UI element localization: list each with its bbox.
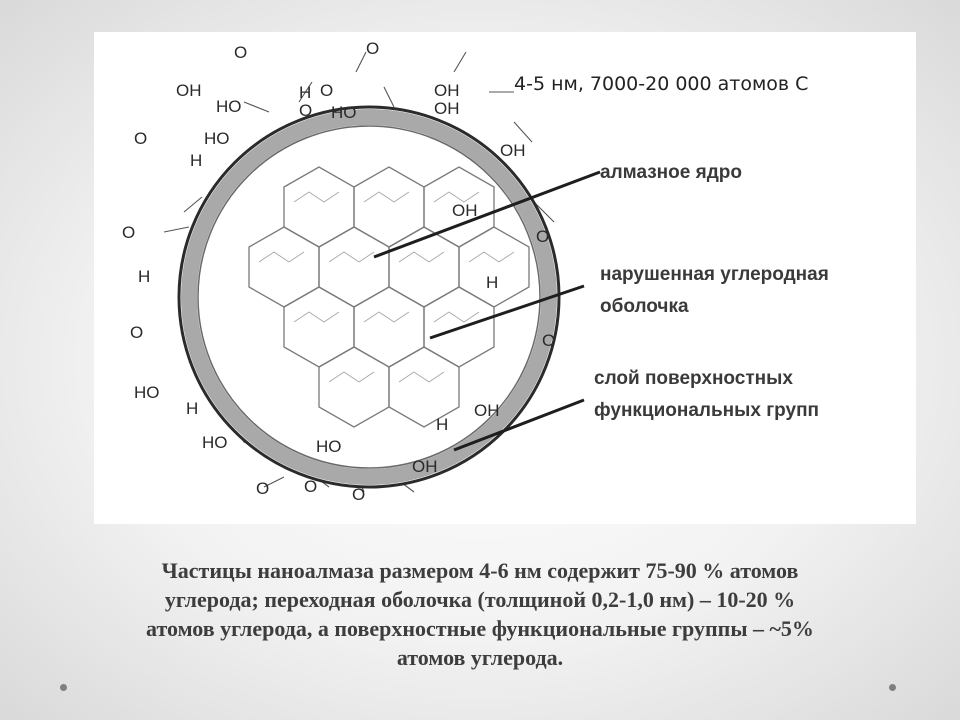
legend-shell-label-line2: оболочка [600, 296, 689, 317]
atom-label-o: O [256, 479, 269, 498]
atom-label-o: O [542, 331, 555, 350]
atom-label-h: H [186, 399, 198, 418]
atom-label-ho: HO [331, 103, 357, 122]
atom-label-ho: HO [204, 129, 230, 148]
core-leader-line [373, 170, 601, 259]
diamond-core-lattice [248, 166, 530, 428]
shell-leader-line [429, 284, 585, 340]
atom-label-o: O [320, 81, 333, 100]
atom-label-h: H [486, 273, 498, 292]
slide-bullet-dot-right [889, 684, 896, 691]
atom-label-ho: HO [216, 97, 242, 116]
diagram-panel: O O O OH HO H O HO OH OH HO O H OH OH O … [94, 32, 916, 524]
atom-label-o: O [234, 43, 247, 62]
functional-group-labels: O O O OH HO H O HO OH OH HO O H OH OH O … [122, 39, 555, 504]
caption-line: атомов углерода. [396, 645, 564, 670]
legend-shell-label-line1: нарушенная углеродная [600, 264, 829, 285]
atom-label-o: O [536, 227, 549, 246]
atom-label-h: H [190, 151, 202, 170]
atom-label-ho: HO [134, 383, 160, 402]
legend-core-label: алмазное ядро [600, 162, 742, 183]
atom-label-o: O [304, 477, 317, 496]
atom-label-oh: OH [434, 99, 460, 118]
atom-label-oh: OH [412, 457, 438, 476]
atom-label-o: O [134, 129, 147, 148]
particle-size-header: 4-5 нм, 7000-20 000 атомов С [514, 73, 808, 95]
caption-line: атомов углерода, а поверхностные функцио… [146, 616, 814, 641]
caption-text: Частицы наноалмаза размером 4-6 нм содер… [40, 556, 920, 672]
legend-surface-label-line1: слой поверхностных [594, 368, 793, 389]
atom-label-oh: OH [500, 141, 526, 160]
surface-leader-line [453, 398, 585, 452]
legend-surface-label-line2: функциональных групп [594, 400, 819, 421]
atom-label-oh: OH [452, 201, 478, 220]
legend-leader-lines [373, 170, 601, 452]
atom-label-oh: OH [434, 81, 460, 100]
atom-label-h: H [436, 415, 448, 434]
atom-label-ho: HO [202, 433, 228, 452]
atom-label-o: O [130, 323, 143, 342]
atom-label-h: H [138, 267, 150, 286]
atom-label-o: O [366, 39, 379, 58]
atom-label-o: O [352, 485, 365, 504]
atom-label-o: O [122, 223, 135, 242]
nanodiamond-diagram: O O O OH HO H O HO OH OH HO O H OH OH O … [122, 39, 829, 504]
caption-line: углерода; переходная оболочка (толщиной … [164, 587, 796, 612]
atom-label-ho: HO [316, 437, 342, 456]
atom-label-oh: OH [474, 401, 500, 420]
atom-label-o: O [299, 101, 312, 120]
atom-label-h: H [299, 83, 311, 102]
atom-label-oh: OH [176, 81, 202, 100]
slide-bullet-dot-left [60, 684, 67, 691]
caption-line: Частицы наноалмаза размером 4-6 нм содер… [161, 558, 799, 583]
